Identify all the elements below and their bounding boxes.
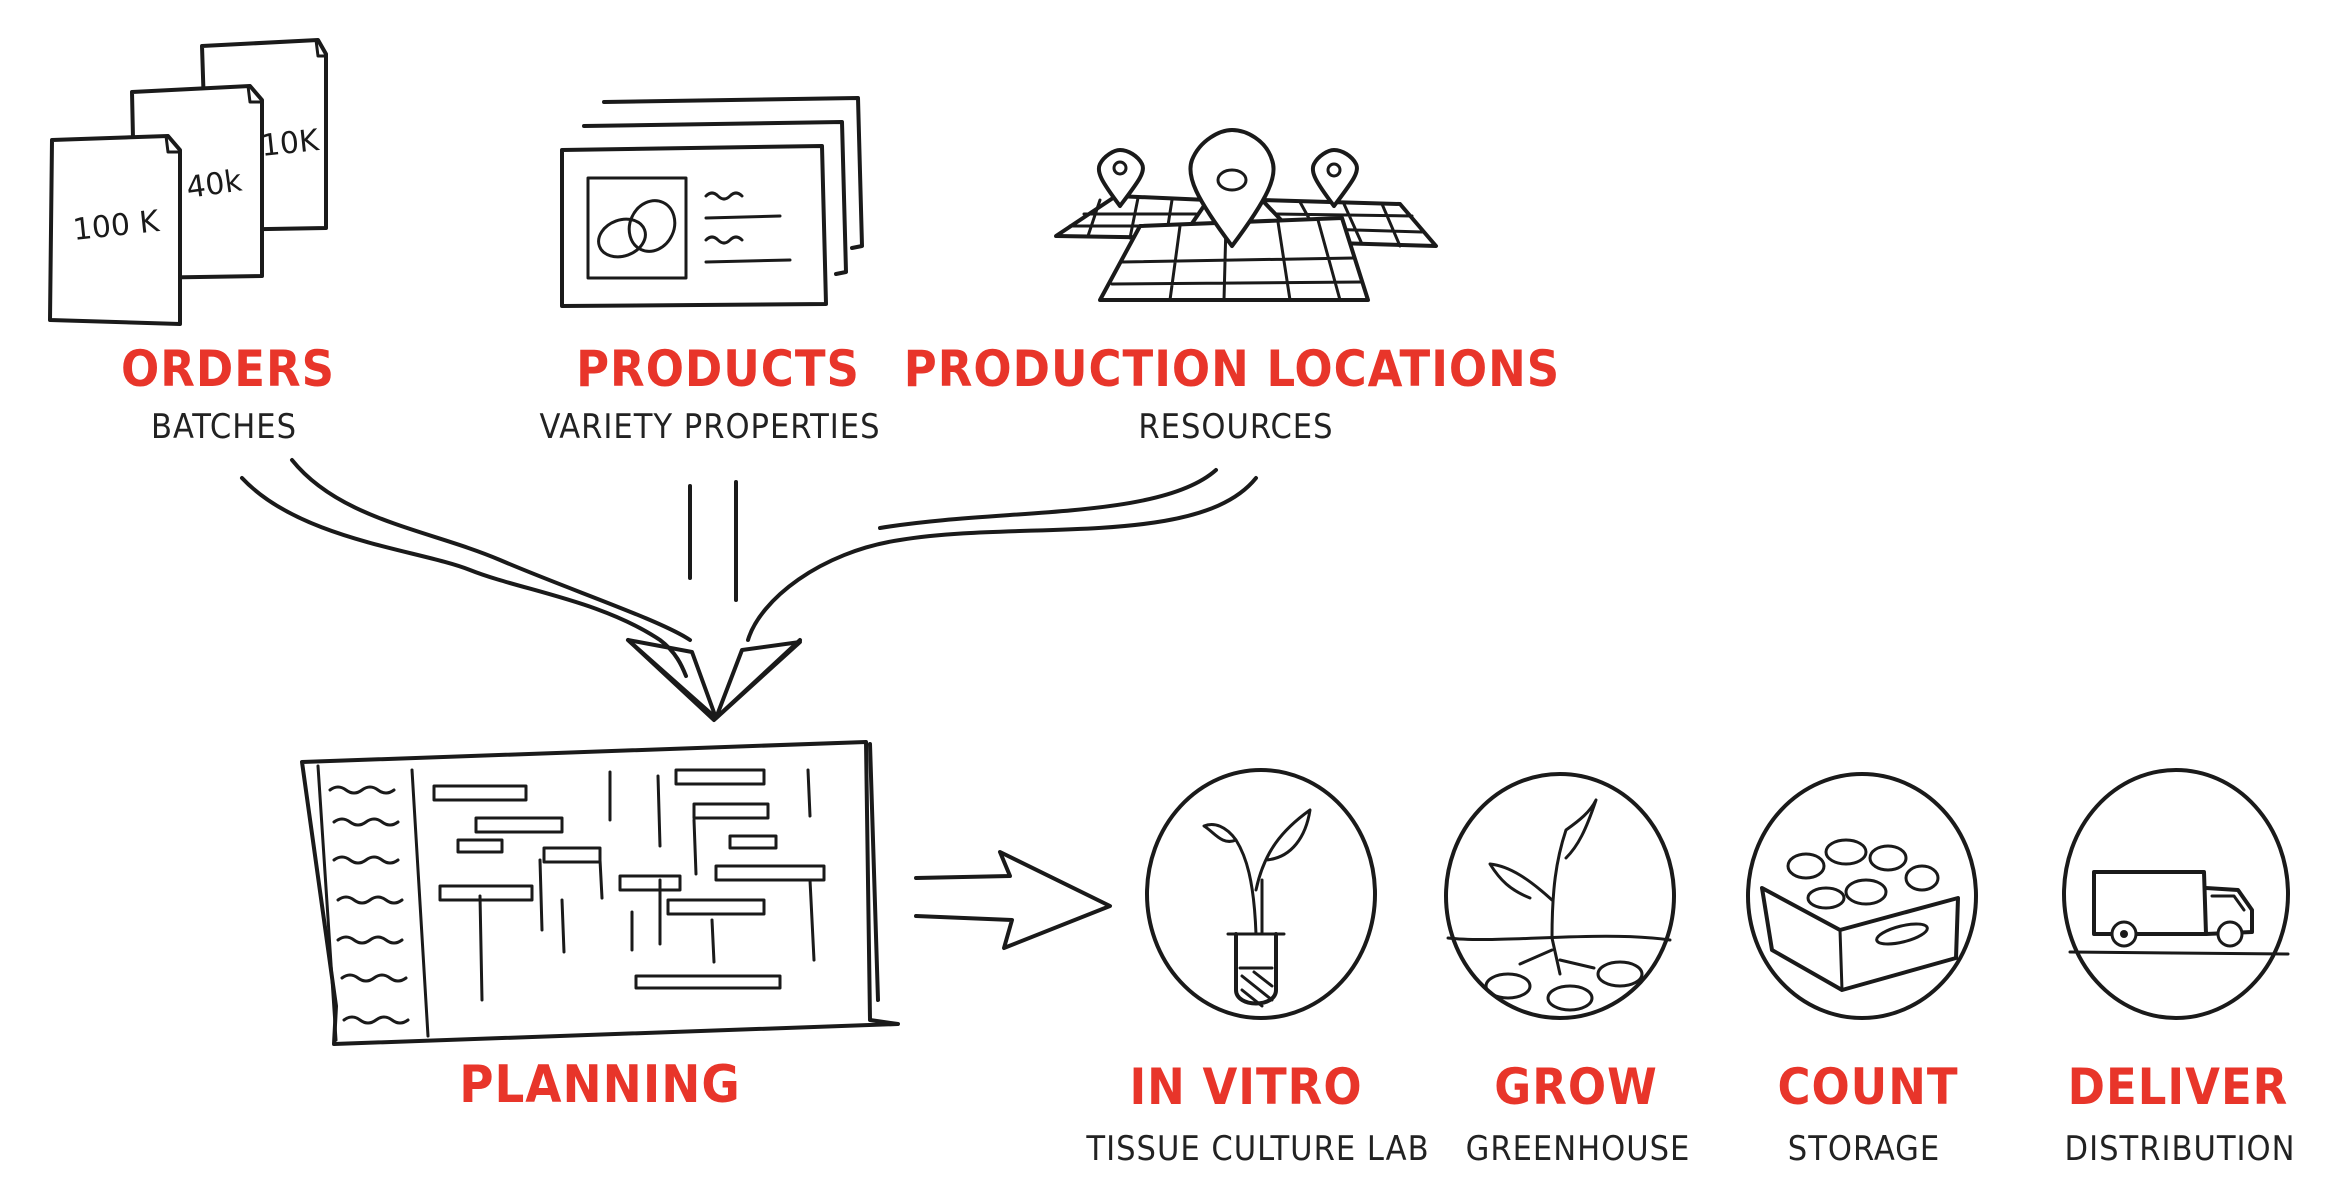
planning-title: PLANNING — [459, 1055, 741, 1115]
grow-subtitle: GREENHOUSE — [1466, 1129, 1691, 1169]
production-locations-subtitle: RESOURCES — [1138, 407, 1333, 447]
grow-title: GROW — [1494, 1058, 1657, 1116]
test-tube-plant-icon — [1145, 768, 1377, 1020]
production-locations-title: PRODUCTION LOCATIONS — [904, 340, 1560, 398]
products-subtitle: VARIETY PROPERTIES — [539, 407, 880, 447]
gantt-chart-icon — [300, 740, 900, 1046]
deliver-subtitle: DISTRIBUTION — [2065, 1129, 2296, 1169]
potato-crate-icon — [1746, 772, 1978, 1020]
right-arrow — [914, 850, 1112, 950]
products-title: PRODUCTS — [576, 340, 860, 398]
delivery-truck-icon — [2062, 768, 2290, 1020]
merge-arrow — [240, 458, 1258, 722]
count-subtitle: STORAGE — [1788, 1129, 1940, 1169]
in-vitro-subtitle: TISSUE CULTURE LAB — [1085, 1129, 1429, 1169]
count-title: COUNT — [1777, 1058, 1958, 1116]
order-papers-icon — [48, 38, 328, 326]
plant-sprout-icon — [1444, 772, 1676, 1020]
orders-title: ORDERS — [121, 340, 335, 398]
orders-subtitle: BATCHES — [151, 407, 297, 447]
order-quantity-3: 10K — [259, 123, 322, 164]
product-cards-icon — [560, 96, 864, 308]
deliver-title: DELIVER — [2068, 1058, 2289, 1116]
order-quantity-2: 40k — [184, 163, 244, 205]
in-vitro-title: IN VITRO — [1129, 1058, 1362, 1116]
map-pins-icon — [1054, 128, 1438, 302]
